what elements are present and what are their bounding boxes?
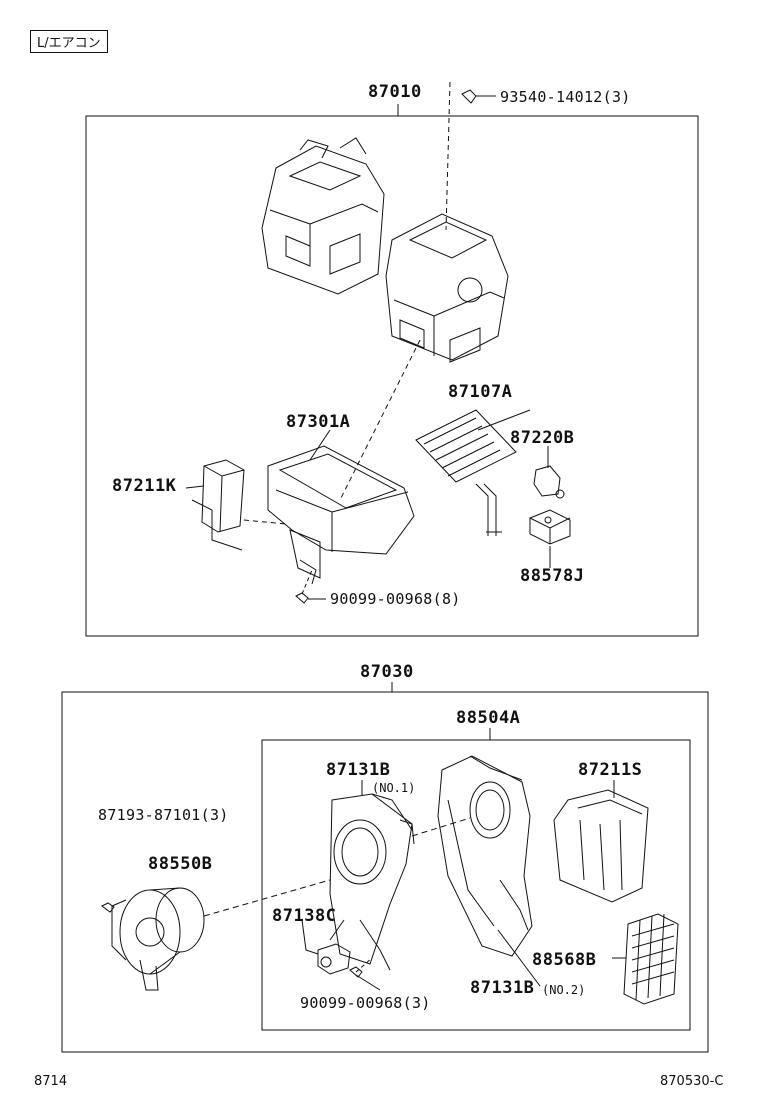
upper-group-frame (85, 115, 699, 637)
filter-label[interactable]: 88568B (532, 950, 597, 970)
clamp-drawing (533, 465, 565, 499)
damper-box-label[interactable]: 87211K (112, 476, 177, 496)
upper-assembly-label[interactable]: 87010 (368, 82, 422, 102)
damper-box-drawing (191, 459, 287, 551)
screw-small-label[interactable]: 90099-00968(3) (300, 994, 431, 1012)
connector-drawing (301, 919, 351, 975)
screw-blower-label[interactable]: 87193-87101(3) (98, 806, 229, 824)
case-no2-drawing (437, 755, 533, 957)
screw-small-drawing (349, 957, 373, 978)
upper-case-right-drawing (385, 213, 509, 363)
figure-code: 870530-C (660, 1074, 724, 1089)
pad-label[interactable]: 88578J (520, 566, 585, 586)
radiator-core-label[interactable]: 87107A (448, 382, 513, 402)
blower-motor-drawing (101, 879, 331, 991)
duct-label[interactable]: 87211S (578, 760, 643, 780)
section-tag: L/エアコン (30, 30, 108, 53)
screw-bottom-label[interactable]: 90099-00968(8) (330, 590, 461, 608)
blower-motor-label[interactable]: 88550B (148, 854, 213, 874)
screw-bottom-drawing (295, 569, 326, 604)
case-no1-label[interactable]: 87131B (326, 760, 391, 780)
page-code: 8714 (34, 1074, 68, 1089)
case-no2-label[interactable]: 87131B (470, 978, 535, 998)
lower-assembly-label[interactable]: 87030 (360, 662, 414, 682)
sub-assembly-frame (261, 739, 691, 1031)
screw-top-drawing (445, 81, 496, 231)
lower-group-frame (61, 691, 709, 1053)
lower-case-label[interactable]: 87301A (286, 412, 351, 432)
clamp-label[interactable]: 87220B (510, 428, 575, 448)
lower-case-drawing (267, 445, 415, 585)
sub-assembly-label[interactable]: 88504A (456, 708, 521, 728)
radiator-core-drawing (415, 409, 517, 536)
case-no2-note: (NO.2) (542, 983, 586, 997)
duct-drawing (553, 789, 649, 903)
pad-drawing (529, 509, 571, 545)
case-no1-drawing (329, 793, 471, 971)
filter-drawing (612, 913, 679, 1005)
connector-label[interactable]: 87138C (272, 906, 337, 926)
upper-case-left-drawing (261, 137, 385, 295)
screw-top-label[interactable]: 93540-14012(3) (500, 88, 631, 106)
case-no1-note: (NO.1) (372, 781, 416, 795)
